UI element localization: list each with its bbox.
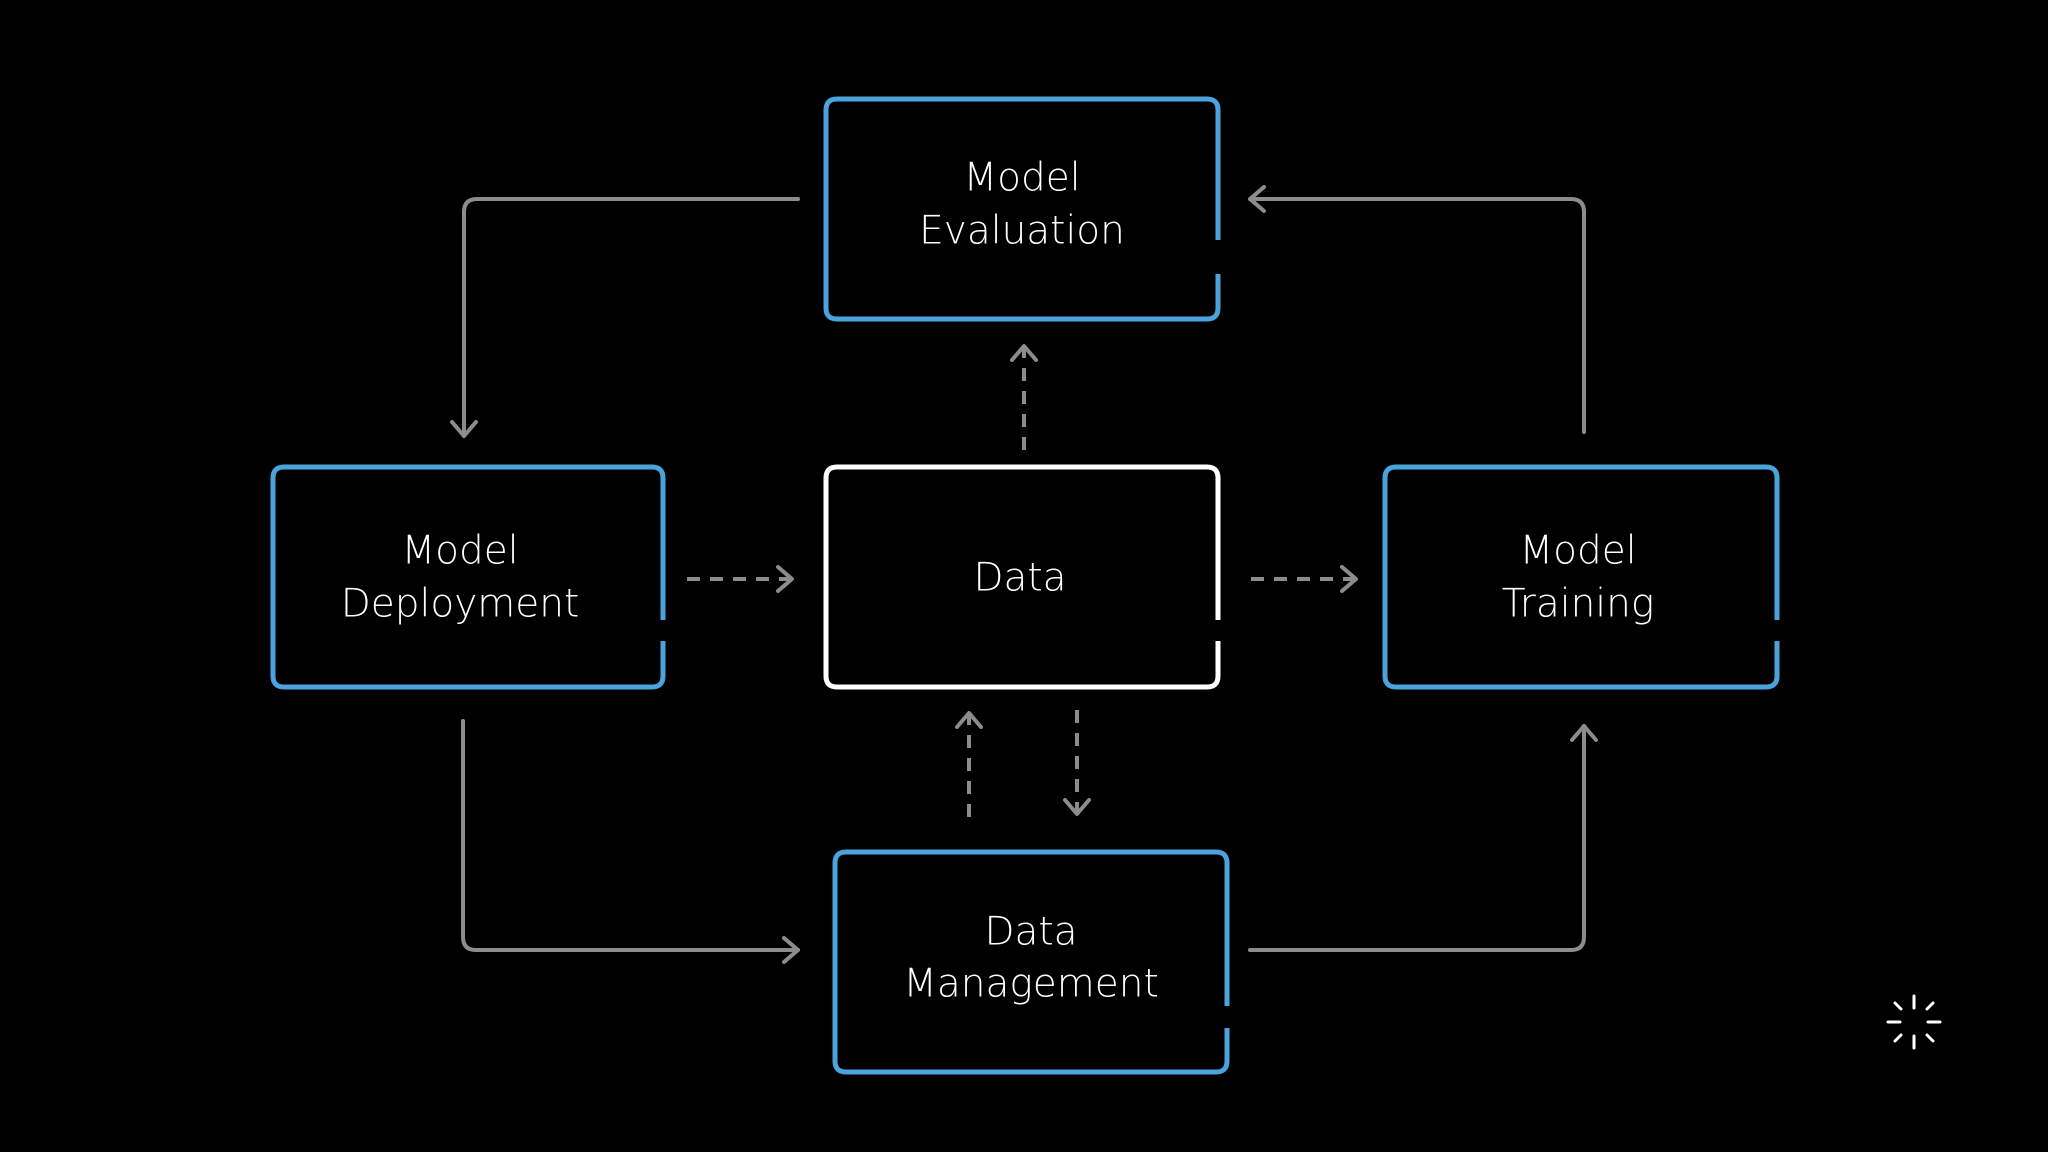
edge-deployment-to-data-management — [461, 719, 800, 964]
node-border — [1382, 464, 1780, 690]
node-label-line1: Model — [1519, 529, 1636, 574]
node-data: Data — [823, 464, 1221, 690]
solid-edges — [450, 185, 1598, 964]
loading-spinner-icon — [1886, 994, 1942, 1050]
node-label-line2: Training — [1502, 582, 1655, 627]
node-label-line2: Evaluation — [919, 209, 1125, 254]
node-border — [823, 464, 1221, 690]
node-model-evaluation: Model Evaluation — [823, 96, 1221, 322]
dashed-edges — [687, 344, 1358, 817]
node-model-deployment: Model Deployment — [270, 464, 666, 690]
edge-data-management-to-training — [1248, 724, 1598, 952]
node-border — [832, 849, 1230, 1075]
edge-training-to-evaluation — [1248, 185, 1586, 434]
node-border — [823, 96, 1221, 322]
node-data-management: Data Management — [832, 849, 1230, 1075]
node-label-line1: Data — [984, 910, 1077, 955]
node-border — [270, 464, 666, 690]
node-model-training: Model Training — [1382, 464, 1780, 690]
node-label-line1: Model — [401, 529, 518, 574]
node-label-line1: Data — [973, 556, 1066, 601]
node-label-line2: Management — [903, 962, 1159, 1007]
node-label-line2: Deployment — [341, 582, 580, 627]
node-label-line1: Model — [963, 156, 1080, 201]
edge-evaluation-to-deployment — [450, 197, 800, 438]
